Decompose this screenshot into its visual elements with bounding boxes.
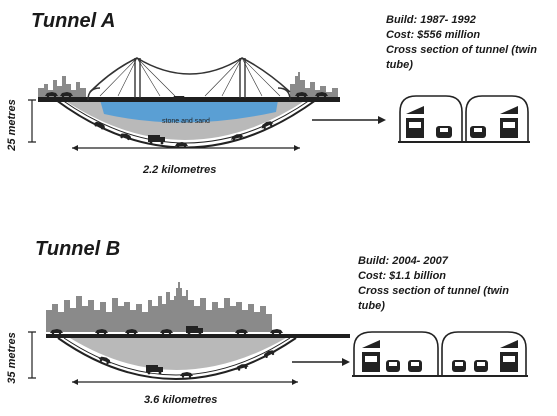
tunnel-a-cross-section-line1: Cross section of tunnel (twin: [386, 44, 537, 56]
tunnel-a-cross-section-line2: tube): [386, 59, 413, 71]
tunnel-a-depth-marker: [28, 99, 36, 143]
tunnel-a-water: [100, 100, 278, 123]
tunnel-b-build: Build: 2004- 2007: [358, 255, 448, 267]
tunnel-a-title: Tunnel A: [31, 10, 116, 32]
tunnel-b-title: Tunnel B: [35, 238, 121, 260]
tunnel-b-depth-marker: [28, 331, 36, 379]
tunnel-b-road: [46, 334, 350, 338]
tunnel-b-diagram: [28, 282, 528, 385]
tunnel-a-bridge: [87, 57, 291, 101]
tunnel-a-length-label: 2.2 kilometres: [143, 164, 217, 176]
tunnel-a-river-bed-label: stone and sand: [162, 118, 210, 125]
tunnel-a-diagram: stone and sand: [28, 57, 530, 151]
tunnel-a-info: Build: 1987- 1992 Cost: $556 million Cro…: [386, 13, 537, 73]
tunnel-b-length-label: 3.6 kilometres: [144, 394, 218, 406]
tunnel-b-skyline: [46, 282, 272, 332]
tunnel-b-cost: Cost: $1.1 billion: [358, 270, 447, 282]
tunnel-b-cross-section-line2: tube): [358, 300, 385, 312]
tunnel-b-ground: [70, 338, 286, 370]
tunnel-b-info: Build: 2004- 2007 Cost: $1.1 billion Cro…: [358, 254, 509, 314]
tunnel-a-road: [38, 97, 340, 102]
tunnel-a-cost: Cost: $556 million: [386, 29, 481, 41]
tunnel-a-boat: [172, 96, 186, 100]
tunnel-b-cross-section-line1: Cross section of tunnel (twin: [358, 285, 509, 297]
tunnel-a-build: Build: 1987- 1992: [386, 14, 476, 26]
tunnel-a-skyline-right: [290, 72, 338, 98]
